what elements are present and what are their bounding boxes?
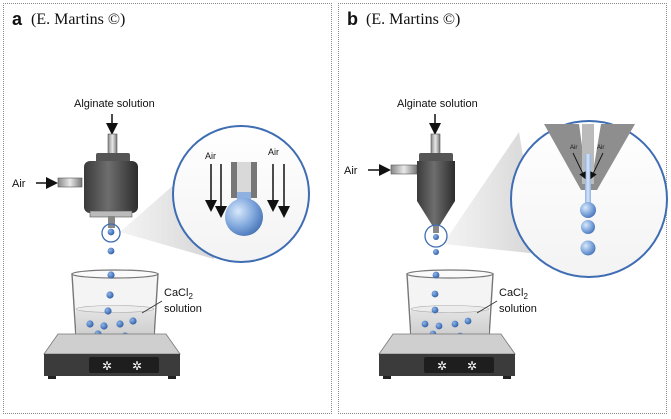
zoom-air-arrow [590, 152, 604, 180]
zoom-air-arrow [572, 152, 586, 180]
nozzle-body [417, 161, 455, 201]
air-inlet-tube [57, 177, 83, 188]
encapsulation-diagram-b: Alginate solution Air Air Air [344, 98, 668, 379]
stirrer-knob-icon: ✲ [437, 359, 447, 373]
highlight-circle [424, 224, 448, 248]
zoom-droplet [580, 240, 596, 256]
nozzle-cap [419, 153, 453, 163]
label-leader [476, 300, 498, 314]
stirrer-knob-icon: ✲ [467, 359, 477, 373]
panel-credit: (E. Martins ©) [31, 11, 126, 28]
zoom-needle-liquid [237, 192, 251, 202]
cacl2-label: CaCl2 [164, 287, 193, 301]
panel-a: a (E. Martins ©) Alginate solution Air A… [3, 3, 332, 414]
bead [432, 271, 440, 279]
bead [100, 322, 108, 330]
cacl2-label: CaCl2 [499, 287, 528, 301]
bead [104, 307, 112, 315]
nozzle-needle [433, 225, 439, 233]
panel-letter: a [12, 9, 23, 29]
bead [421, 320, 429, 328]
panel-b: b (E. Martins ©) Alginate solution Air A… [338, 3, 668, 414]
zoom-air-right-label: Air [268, 147, 279, 157]
bead [116, 320, 124, 328]
forming-droplet [433, 234, 439, 240]
zoom-needle-bore [237, 162, 251, 198]
air-inlet-tube [390, 164, 418, 175]
beaker-rim [406, 269, 494, 279]
falling-droplet [107, 247, 115, 255]
alginate-solution-label: Alginate solution [397, 98, 478, 110]
zoom-nozzle-right [590, 124, 635, 190]
label-leader [141, 300, 163, 314]
stirrer-knob-icon: ✲ [102, 359, 112, 373]
nozzle-needle [108, 216, 115, 228]
bead [129, 317, 137, 325]
bead [86, 320, 94, 328]
zoom-droplet [580, 202, 596, 218]
stirrer-knob-icon: ✲ [132, 359, 142, 373]
zoom-droplet [225, 198, 263, 236]
zoom-air-left-label: Air [570, 145, 577, 151]
encapsulation-diagram-a: Alginate solution Air Air Air [12, 98, 310, 379]
zoom-air-left-label: Air [205, 151, 216, 161]
zoom-air-right-label: Air [597, 145, 604, 151]
panel-credit: (E. Martins ©) [366, 11, 461, 28]
panel-letter: b [347, 9, 358, 29]
stirrer-top [43, 333, 181, 355]
alginate-inlet-tube [107, 133, 118, 155]
alginate-solution-label: Alginate solution [74, 98, 155, 110]
nozzle-cap [96, 153, 130, 163]
stirrer-top [378, 333, 516, 355]
bead [435, 322, 443, 330]
air-label: Air [344, 165, 358, 177]
bead [451, 320, 459, 328]
nozzle-body [84, 161, 138, 213]
nozzle-cone [417, 201, 455, 225]
forming-droplet [107, 228, 115, 236]
highlight-circle [101, 223, 121, 243]
zoom-liquid-jet [585, 154, 591, 216]
stirrer-panel [424, 357, 494, 373]
solution-label: solution [499, 303, 537, 315]
bead [107, 271, 115, 279]
bead [431, 306, 439, 314]
alginate-inlet-tube [430, 133, 441, 155]
zoom-nozzle-left [544, 124, 588, 190]
beaker-rim [71, 269, 159, 279]
stirrer-panel [89, 357, 159, 373]
zoom-droplet [581, 220, 595, 234]
bead [464, 317, 472, 325]
bead [106, 291, 114, 299]
solution-label: solution [164, 303, 202, 315]
air-label: Air [12, 178, 26, 190]
falling-droplet [433, 249, 439, 255]
bead [431, 290, 439, 298]
